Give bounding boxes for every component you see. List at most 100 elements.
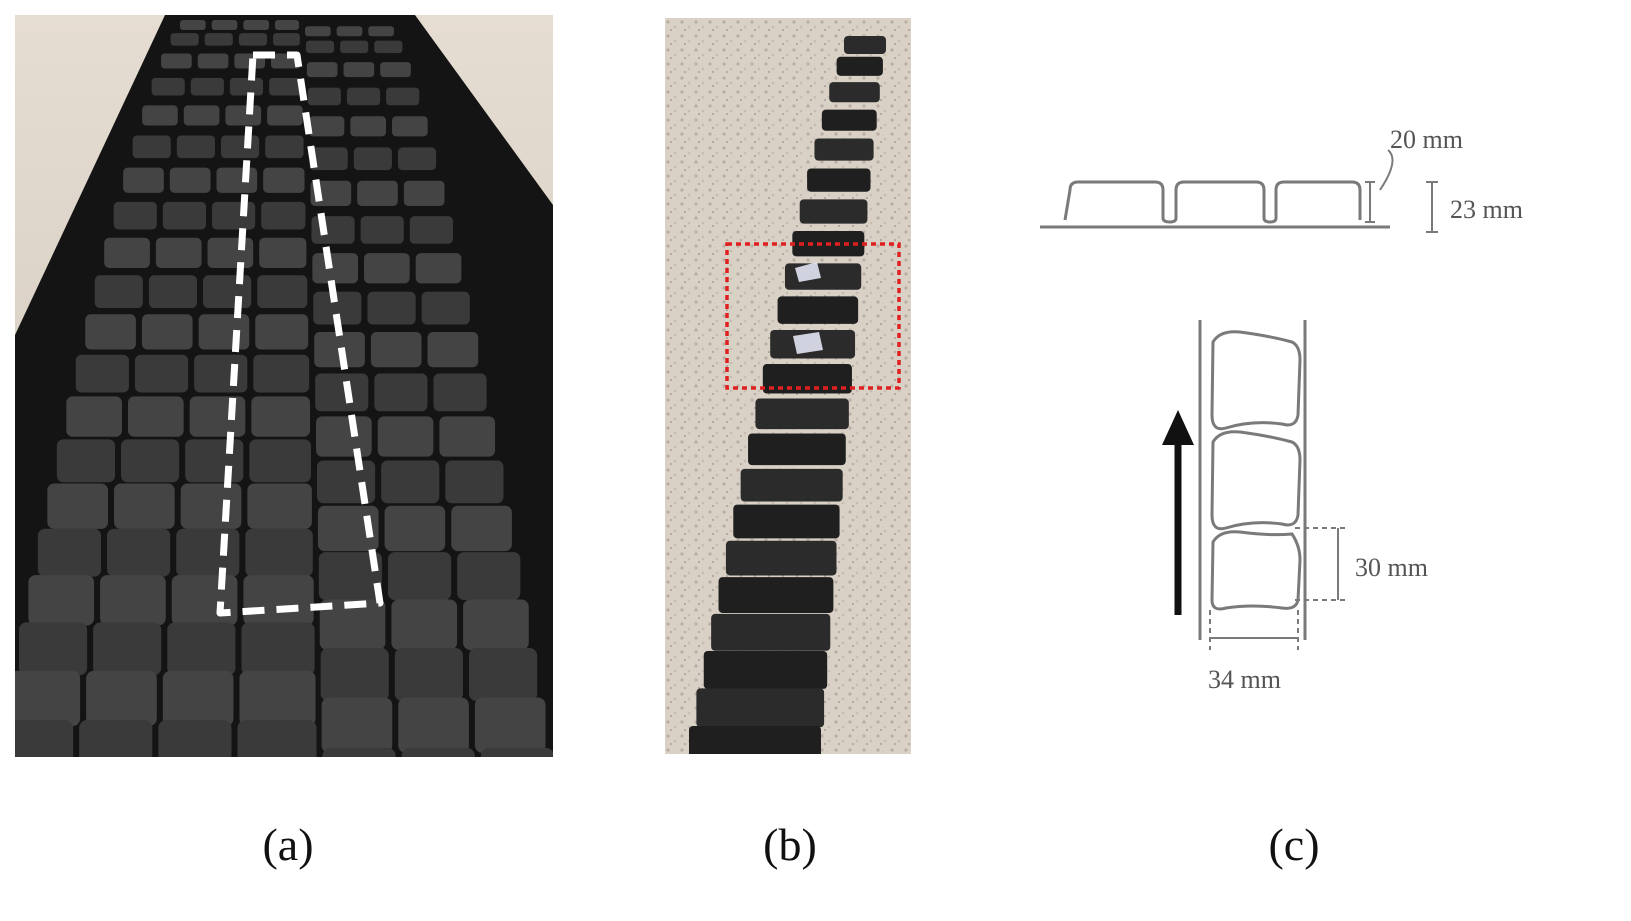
tread-block [249,439,311,483]
tread-block [245,528,313,577]
tread-block [155,237,202,268]
tread-block [114,483,175,529]
tread-block [320,648,389,701]
tread-block [308,116,345,137]
tread-block [189,396,246,437]
label-total-height: 23 mm [1450,195,1523,224]
tread-block [259,237,307,268]
tread-block [241,622,315,676]
tread-strip-photo [665,18,911,754]
tread-block [397,147,437,171]
tread-block [313,291,362,325]
tread-block [367,291,416,325]
tread-block [311,216,355,244]
tread-block [315,373,369,412]
tread-block [374,373,428,412]
tread-block [439,416,496,457]
tread-block [162,201,207,230]
tread-block [161,53,192,69]
tread-block [212,201,256,230]
tread-block [197,53,229,69]
strip-block [784,263,862,290]
tread-block [391,599,458,650]
tread-block [316,416,372,457]
caption-a: (a) [262,819,314,870]
tread-block [113,201,157,230]
tread-block [370,331,422,368]
tread-block [185,439,244,483]
tread-block [203,275,252,309]
tread-block [167,622,236,676]
tread-block [141,314,193,350]
height-dimensions [1365,149,1438,233]
tread-block [463,599,529,650]
side-profile [1040,180,1390,229]
tread-block [433,373,487,412]
tread-block [257,275,308,309]
tread-block [104,237,150,268]
tread-block [387,552,452,600]
tread-block [75,354,129,393]
dashed-outline [216,51,384,617]
tread-block [474,697,546,753]
caption-c: (c) [1268,819,1320,870]
tread-block [306,62,338,78]
strip-block [718,577,834,613]
tread-block [269,77,302,96]
tread-block [384,505,446,552]
caption-b: (b) [763,819,817,870]
top-view [1198,320,1307,640]
tread-block [451,505,512,552]
tread-block [132,135,171,159]
tread-block [66,396,122,437]
tread-block [421,291,470,325]
tread-block [183,105,220,126]
tread-block [127,396,184,437]
tread-block [312,253,359,284]
tread-block [427,331,479,368]
tread-block [305,40,335,54]
tread-block [171,575,238,626]
strip-block [829,82,880,103]
tread-block [415,253,462,284]
strip-block [755,398,849,430]
strip-block [821,109,877,131]
tread-block [267,105,303,126]
tread-block [261,201,306,230]
tread-block [307,87,341,106]
strip-block [711,613,831,651]
tread-block [374,40,403,54]
tread-block [79,720,153,757]
tread-block [47,483,109,529]
strip-block [725,540,837,576]
tread-block [317,505,379,552]
highlight-box [725,242,901,390]
tread-block [322,747,396,757]
tread-block [360,216,404,244]
tread-block [207,237,254,268]
tread-block [409,216,453,244]
tread-block [364,253,410,284]
strip-block [733,504,840,539]
strip-block [696,688,825,728]
tread-block [176,135,215,159]
strip-block [844,36,886,54]
tread-block [321,697,393,753]
tread-block [346,87,381,106]
tread-block [394,648,463,701]
tread-block [18,622,88,676]
tread-block [28,575,95,626]
tread-block [468,648,538,701]
tread-block [318,552,382,600]
tread-block [229,77,264,96]
tread-block [380,62,411,78]
label-groove-depth: 20 mm [1390,125,1463,154]
tread-block [263,167,305,193]
tread-block [216,167,258,193]
tread-block [480,747,553,757]
tread-block [309,147,348,171]
tread-block [15,670,81,727]
strip-block [807,168,871,192]
tread-block [56,439,116,483]
tread-block [15,720,74,757]
